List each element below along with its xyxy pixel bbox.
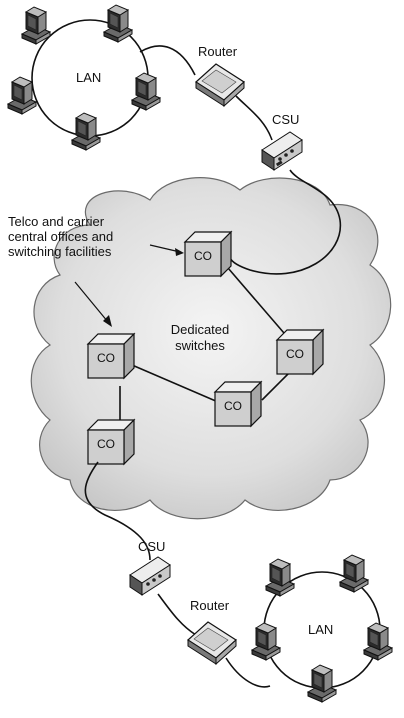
top-lan-computer [21,6,51,45]
bottom-co-csu-link [84,461,151,561]
top-router [195,63,245,108]
bottom-lan-computer [307,664,337,703]
top-lan-computer [131,72,161,111]
callout-text: Telco and carrier central offices and sw… [8,214,113,259]
bottom-csu-router-link [157,593,197,636]
dedicated-switches-label: Dedicated switches [150,322,250,354]
callout-arrow [149,244,184,256]
co-label: CO [224,399,242,413]
co-switch-left: CO [87,333,135,379]
top-router-csu-link [235,95,273,141]
bottom-router-label: Router [190,598,230,613]
co-switch-right: CO [276,329,324,375]
bottom-router-lan-link [225,657,271,688]
top-router-label: Router [198,44,238,59]
bottom-lan-computer [251,622,281,661]
bottom-lan-computer [265,558,295,597]
bottom-csu [129,556,171,596]
callout-arrow [74,281,112,327]
co-label: CO [194,249,212,263]
top-csu [261,131,303,171]
co-switch-center: CO [214,381,262,427]
top-lan-label: LAN [76,70,102,85]
co-link [131,364,226,406]
center-label-line: Dedicated [170,322,230,337]
bottom-lan-label: LAN [308,622,334,637]
co-label: CO [97,437,115,451]
bottom-lan-computer [339,554,369,593]
top-lan-computer [7,76,37,115]
top-csu-label: CSU [272,112,300,127]
co-label: CO [286,347,304,361]
co-label: CO [97,351,115,365]
top-csu-co-link [229,169,342,275]
top-lan-computer [71,112,101,151]
bottom-lan-computer [363,622,393,661]
bottom-router [187,621,237,666]
bottom-csu-label: CSU [138,539,166,554]
top-lan-computer [103,4,133,43]
co-link [227,267,291,341]
co-switch-top: CO [184,231,232,277]
co-switch-bottom: CO [87,419,135,465]
top-lan-router-link [139,45,196,76]
center-label-line: switches [175,338,225,353]
callout-line: central offices and [8,229,114,244]
callout-line: switching facilities [8,244,112,259]
co-link [261,371,291,401]
callout-line: Telco and carrier [8,214,105,229]
